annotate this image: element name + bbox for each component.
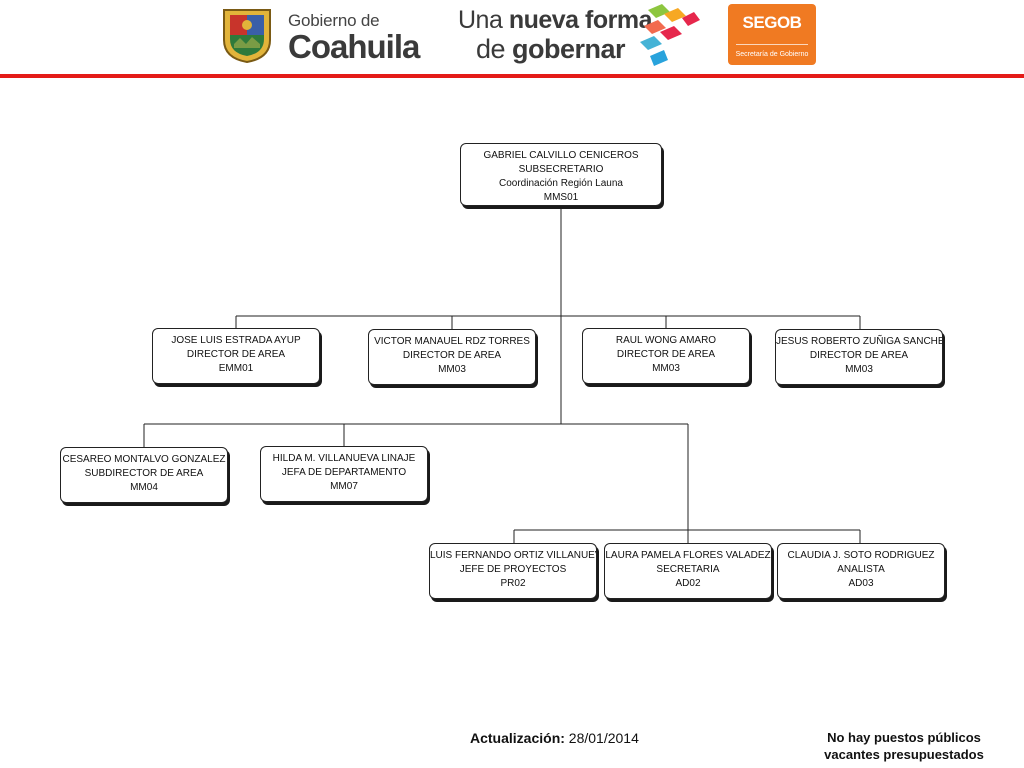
slogan-text-1: Una (458, 6, 509, 34)
node-code: MM03 (845, 364, 873, 375)
org-node-director-3: RAUL WONG AMARO DIRECTOR DE AREA MM03 (582, 328, 750, 384)
node-title: SUBSECRETARIO (518, 164, 604, 175)
node-name: CESAREO MONTALVO GONZALEZ (62, 454, 226, 465)
org-node-secretaria: LAURA PAMELA FLORES VALADEZ SECRETARIA A… (604, 543, 772, 599)
coahuila-crest-icon (223, 9, 271, 64)
node-title: JEFA DE DEPARTAMENTO (281, 467, 407, 478)
segob-title: SEGOB (742, 13, 802, 32)
update-value: 28/01/2014 (564, 730, 639, 746)
org-node-jefa-departamento: HILDA M. VILLANUEVA LINAJE JEFA DE DEPAR… (260, 446, 428, 502)
colorful-arrow-icon (640, 4, 700, 66)
org-node-director-2: VICTOR MANAUEL RDZ TORRES DIRECTOR DE AR… (368, 329, 536, 385)
node-area: Coordinación Región Launa (499, 178, 623, 189)
node-code: AD03 (848, 578, 874, 589)
node-title: DIRECTOR DE AREA (809, 350, 909, 361)
gobierno-coahuila-logo: Gobierno de Coahuila (218, 4, 432, 66)
node-name: LUIS FERNANDO ORTIZ VILLANUEVA (430, 550, 597, 561)
vacantes-note: No hay puestos públicos vacantes presupu… (804, 729, 1004, 763)
vacantes-line-1: No hay puestos públicos (827, 730, 981, 745)
slogan-text-1-bold: nueva forma (508, 6, 653, 34)
node-title: SUBDIRECTOR DE AREA (84, 468, 204, 479)
node-title: SECRETARIA (656, 564, 720, 575)
node-name: JOSE LUIS ESTRADA AYUP (171, 335, 301, 346)
node-code: MM03 (438, 364, 466, 375)
node-code: MM04 (130, 482, 158, 493)
slogan-logo: Una nueva forma de gobernar (458, 4, 703, 68)
node-name: VICTOR MANAUEL RDZ TORRES (374, 336, 530, 347)
node-code: MM03 (652, 363, 680, 374)
slogan-text-2-bold: gobernar (512, 34, 626, 64)
org-node-director-4: JESUS ROBERTO ZUÑIGA SANCHEZ DIRECTOR DE… (775, 329, 943, 385)
node-name: LAURA PAMELA FLORES VALADEZ (605, 550, 771, 561)
node-name: CLAUDIA J. SOTO RODRIGUEZ (787, 550, 935, 561)
vacantes-line-2: vacantes presupuestados (824, 747, 984, 762)
node-title: DIRECTOR DE AREA (186, 349, 286, 360)
segob-divider (736, 44, 808, 45)
node-code: EMM01 (218, 363, 254, 374)
coahuila-label: Coahuila (288, 28, 420, 65)
node-code: MM07 (330, 481, 358, 492)
page-header: Gobierno de Coahuila Una nueva forma de … (0, 0, 1024, 80)
update-date: Actualización: 28/01/2014 (470, 730, 639, 746)
node-title: JEFE DE PROYECTOS (459, 564, 567, 575)
header-red-rule (0, 74, 1024, 78)
org-node-subsecretario: GABRIEL CALVILLO CENICEROS SUBSECRETARIO… (460, 143, 662, 206)
node-name: JESUS ROBERTO ZUÑIGA SANCHEZ (776, 336, 943, 347)
update-label: Actualización: (470, 730, 565, 746)
node-code: AD02 (675, 578, 701, 589)
node-code: PR02 (500, 578, 526, 589)
segob-subtitle: Secretaría de Gobierno (735, 51, 809, 58)
gobierno-de-label: Gobierno de (288, 11, 380, 30)
node-code: MMS01 (543, 192, 579, 203)
node-name: GABRIEL CALVILLO CENICEROS (483, 150, 639, 161)
segob-logo: SEGOB Secretaría de Gobierno (728, 4, 816, 65)
org-node-jefe-proyectos: LUIS FERNANDO ORTIZ VILLANUEVA JEFE DE P… (429, 543, 597, 599)
node-name: HILDA M. VILLANUEVA LINAJE (272, 453, 416, 464)
node-title: DIRECTOR DE AREA (616, 349, 716, 360)
node-title: DIRECTOR DE AREA (402, 350, 502, 361)
node-name: RAUL WONG AMARO (615, 335, 717, 346)
slogan-text-2: de (476, 34, 513, 64)
org-node-subdirector: CESAREO MONTALVO GONZALEZ SUBDIRECTOR DE… (60, 447, 228, 503)
org-node-director-1: JOSE LUIS ESTRADA AYUP DIRECTOR DE AREA … (152, 328, 320, 384)
node-title: ANALISTA (837, 564, 885, 575)
org-node-analista: CLAUDIA J. SOTO RODRIGUEZ ANALISTA AD03 (777, 543, 945, 599)
